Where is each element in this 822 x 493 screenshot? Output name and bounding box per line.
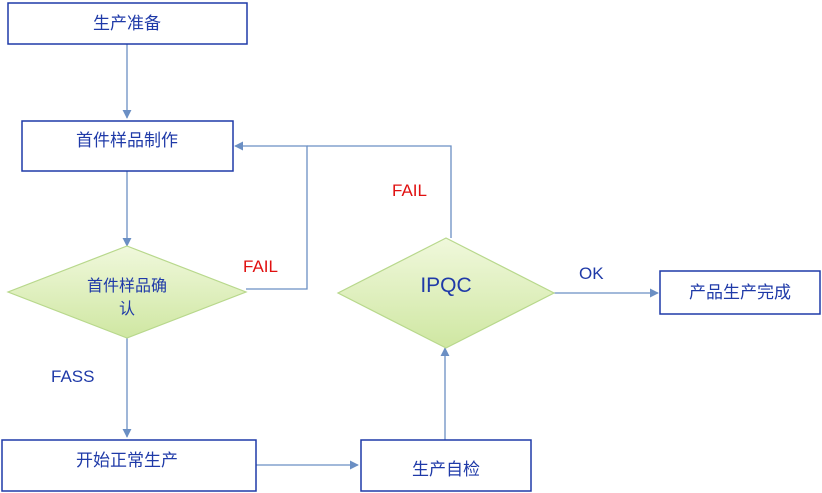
decision-ipqc-label: IPQC xyxy=(420,274,471,297)
node-first-sample: 首件样品制作 xyxy=(21,120,234,172)
node-start-production: 开始正常生产 xyxy=(1,439,257,492)
node-start-production-label: 开始正常生产 xyxy=(76,451,178,471)
node-self-inspection: 生产自检 xyxy=(360,439,532,492)
arrow-confirm-fail-loop xyxy=(234,141,308,290)
edge-label-ipqc-ok: OK xyxy=(579,264,604,283)
edge-label-confirm-fail: FAIL xyxy=(243,257,278,276)
decision-confirm-label-line1: 首件样品确 xyxy=(87,276,167,295)
node-done-label: 产品生产完成 xyxy=(689,283,791,303)
node-prepare: 生产准备 xyxy=(7,2,248,45)
node-first-sample-label: 首件样品制作 xyxy=(76,131,178,151)
arrow-ipqc-fail-loop xyxy=(307,145,452,238)
node-prepare-label: 生产准备 xyxy=(93,14,161,34)
decision-confirm-label-line2: 认 xyxy=(119,299,135,318)
node-self-inspection-label: 生产自检 xyxy=(412,460,480,480)
decision-ipqc: IPQC xyxy=(336,237,556,349)
decision-confirm: 首件样品确 认 xyxy=(6,245,248,339)
edge-label-ipqc-fail: FAIL xyxy=(392,181,427,200)
edge-label-confirm-pass: FASS xyxy=(51,367,94,386)
node-done: 产品生产完成 xyxy=(659,270,821,315)
